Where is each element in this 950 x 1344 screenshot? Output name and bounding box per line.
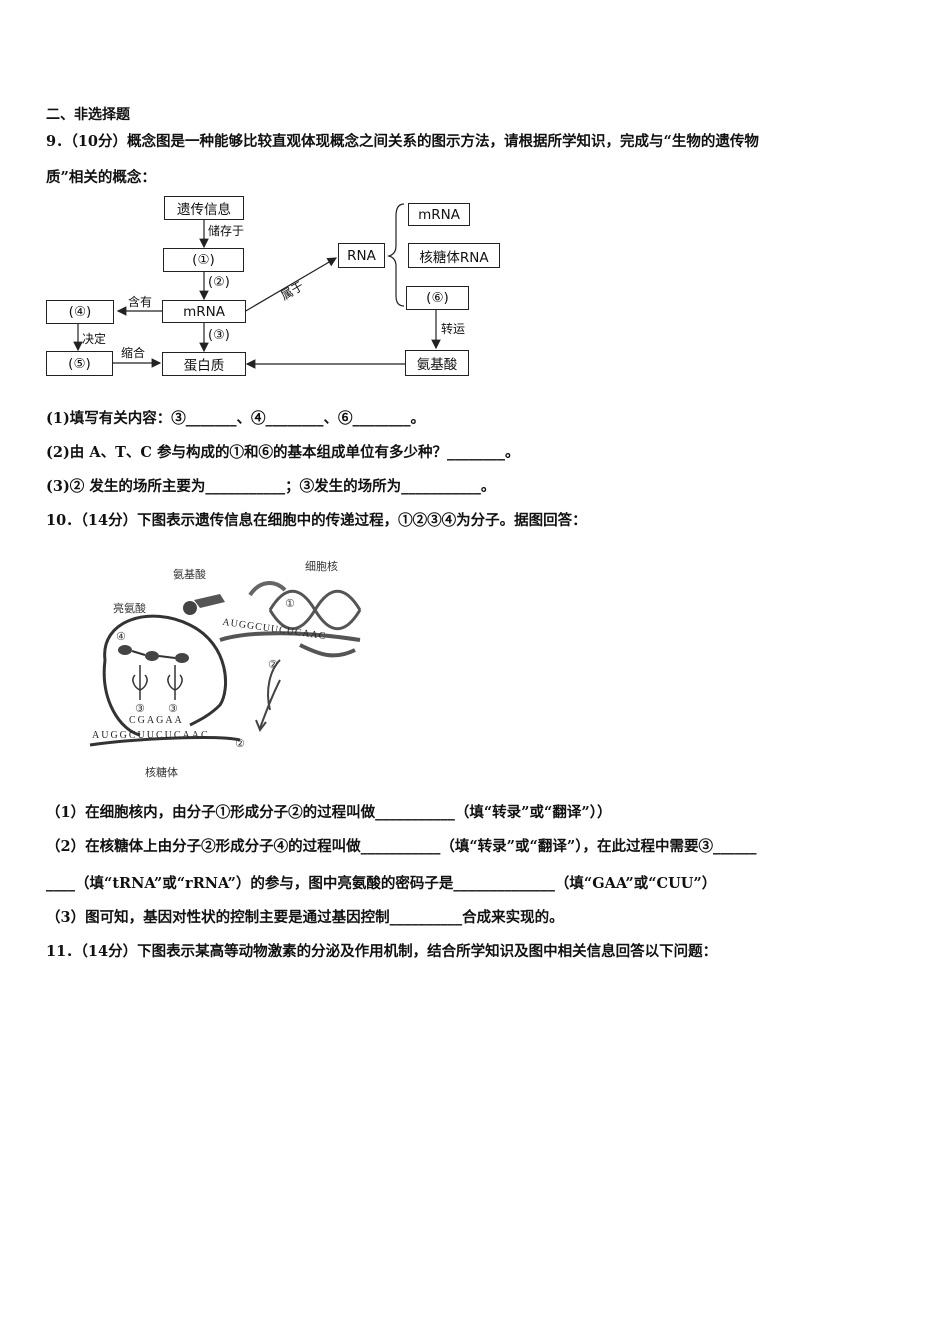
label-contains: 含有 <box>128 295 153 309</box>
fig-label-3b: ③ <box>168 702 178 715</box>
box-rna: RNA <box>338 243 385 268</box>
q9-sub1: (1)填写有关内容：③_______、④________、⑥________。 <box>46 410 426 427</box>
section-header: 二、非选择题 <box>46 107 130 123</box>
fig-label-3a: ③ <box>135 702 145 715</box>
box-amino-acid: 氨基酸 <box>405 350 469 376</box>
label-stored-in: 储存于 <box>208 224 245 238</box>
fig-label-2b: ② <box>235 737 245 750</box>
box-genetic-info: 遗传信息 <box>164 196 244 220</box>
translation-illustration <box>89 581 362 747</box>
box-mrna: mRNA <box>162 300 246 323</box>
q10-sub1: （1）在细胞核内，由分子①形成分子②的过程叫做___________（填“转录”… <box>46 804 612 821</box>
fig-label-4: ④ <box>116 630 126 643</box>
box-rrna: 核糖体RNA <box>408 243 500 268</box>
label-decides: 决定 <box>82 332 107 346</box>
box-node5: (⑤) <box>46 351 113 376</box>
q10-sub2-line1: （2）在核糖体上由分子②形成分子④的过程叫做___________（填“转录”或… <box>46 838 757 855</box>
fig-label-2a: ② <box>268 658 278 671</box>
q10-figure: 氨基酸 细胞核 亮氨酸 ① ② ② ④ ③ ③ AUGGCUUCUCAAC CG… <box>80 550 400 790</box>
label-node2: (②) <box>208 275 230 290</box>
fig-anticodon-sequence: CGAGAA <box>129 715 184 726</box>
concept-map-arrows <box>73 203 441 369</box>
q10-stem: 10．（14分）下图表示遗传信息在细胞中的传递过程，①②③④为分子。据图回答： <box>46 512 587 529</box>
q10-sub3: （3）图可知，基因对性状的控制主要是通过基因控制__________合成来实现的… <box>46 909 564 926</box>
fig-label-amino-acid: 氨基酸 <box>173 568 206 581</box>
q9-sub3: (3)② 发生的场所主要为___________；③发生的场所为________… <box>46 478 496 495</box>
box-protein: 蛋白质 <box>162 352 246 376</box>
q10-sub2-line2: ____（填“tRNA”或“rRNA”）的参与，图中亮氨酸的密码子是______… <box>46 875 717 892</box>
label-condense: 缩合 <box>121 346 146 360</box>
fig-label-leucine: 亮氨酸 <box>113 602 146 615</box>
fig-label-ribosome: 核糖体 <box>145 766 178 779</box>
box-node1: (①) <box>163 248 244 272</box>
q9-stem-line1: 9．（10分）概念图是一种能够比较直观体现概念之间关系的图示方法，请根据所学知识… <box>46 133 759 150</box>
q9-stem-line2: 质”相关的概念： <box>46 169 156 186</box>
q11-stem: 11．（14分）下图表示某高等动物激素的分泌及作用机制，结合所学知识及图中相关信… <box>46 943 718 960</box>
label-node3: (③) <box>208 328 230 343</box>
q9-sub2: (2)由 A、T、C 参与构成的①和⑥的基本组成单位有多少种？________。 <box>46 444 520 461</box>
label-transport: 转运 <box>441 322 466 336</box>
box-node4: (④) <box>46 300 114 324</box>
fig-label-nucleus: 细胞核 <box>305 560 338 573</box>
box-mrna-right: mRNA <box>408 203 470 226</box>
q9-concept-map: 遗传信息 储存于 (①) (②) mRNA 含有 (④) 决定 (⑤) 缩合 (… <box>0 0 950 400</box>
fig-bottom-sequence: AUGGCUUCUCAAC <box>92 730 210 741</box>
fig-label-1: ① <box>285 597 295 610</box>
box-node6: (⑥) <box>406 286 469 310</box>
